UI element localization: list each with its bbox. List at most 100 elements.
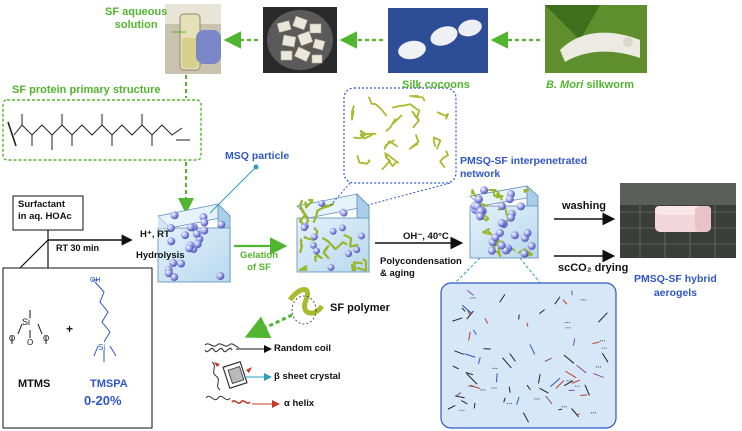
silica-sphere: [181, 231, 190, 240]
bond: [522, 412, 529, 423]
silk-cocoons-label: Silk cocoons: [402, 79, 470, 91]
bond: [518, 314, 520, 320]
bond: [576, 364, 587, 374]
silica-sphere: [474, 195, 483, 204]
oh-40c-label: OH⁻, 40°C: [403, 231, 449, 242]
sf-fiber: [392, 103, 419, 111]
panel-pointer-left: [454, 257, 481, 284]
alpha-helix-label: α helix: [284, 398, 315, 409]
bond: [454, 350, 464, 355]
sf-fiber: [488, 189, 504, 198]
silica-sphere: [476, 212, 485, 221]
tmspa-structure: [92, 279, 117, 362]
silica-sphere: [329, 227, 337, 235]
bond: [465, 371, 474, 376]
silica-sphere: [510, 231, 519, 240]
gel-cube: [296, 193, 370, 273]
bond: [461, 307, 466, 312]
silica-sphere: [340, 209, 348, 217]
bond: [571, 379, 581, 384]
silica-sphere: [480, 186, 489, 195]
reagent-diagonal: [19, 239, 49, 269]
silica-sphere: [312, 247, 320, 255]
sf-fiber: [439, 150, 449, 169]
silica-sphere: [497, 202, 506, 211]
bond: [473, 402, 476, 409]
precursor-box: [2, 267, 153, 429]
bond: [537, 374, 541, 384]
beta-sheet-label: β sheet crystal: [274, 371, 341, 382]
silica-sphere: [497, 241, 506, 250]
bond: [477, 357, 481, 365]
bond: [452, 317, 463, 322]
bond: [472, 329, 477, 335]
network-cube: [469, 185, 539, 259]
silica-sphere: [497, 219, 506, 228]
silica-sphere: [523, 229, 532, 238]
sf-polymer-icon: [287, 287, 325, 325]
random-coil-label: Random coil: [274, 343, 332, 354]
molecular-structure-panel: [440, 282, 617, 429]
silica-sphere: [516, 202, 525, 211]
alpha-helix-glyph: [205, 395, 251, 404]
sf-fiber: [312, 205, 328, 224]
panel-pointer-right: [519, 257, 541, 284]
bond: [526, 384, 531, 391]
sf-fiber: [432, 136, 442, 150]
rt-30-min-label: RT 30 min: [56, 243, 100, 253]
silica-sphere: [338, 224, 346, 232]
sf-aqueous-solution-label: SF aqueous solution: [105, 6, 168, 31]
mtms-structure: [11, 310, 47, 344]
bond: [447, 404, 456, 410]
network-zoom-fibers: [351, 95, 449, 171]
silk-cocoons-photo: [388, 8, 488, 73]
mtms-o3: O: [43, 334, 49, 343]
bond: [571, 408, 579, 418]
tmspa-range-label: 0-20%: [84, 393, 122, 408]
sf-primary-structure-label: SF protein primary structure: [12, 84, 161, 96]
msq-pointer: [209, 167, 256, 214]
silica-sphere: [505, 195, 514, 204]
bond: [508, 386, 511, 393]
silica-sphere: [300, 224, 308, 232]
silkworm-photo: [545, 5, 647, 73]
bond: [502, 357, 512, 369]
silica-sphere: [216, 272, 225, 281]
silica-sphere: [520, 249, 529, 258]
scco2-drying-label: scCO₂ drying: [558, 262, 629, 274]
surfactant-label: Surfactant in aq. HOAc: [18, 199, 72, 222]
sf-polymer-label: SF polymer: [330, 302, 390, 314]
silkworm-species: B. Mori: [546, 79, 584, 91]
bond: [563, 380, 574, 387]
silica-sphere: [200, 226, 209, 235]
silica-sphere: [217, 220, 226, 229]
silica-sphere: [164, 269, 173, 278]
bond: [563, 354, 575, 364]
hydrolysis-label: Hydrolysis: [136, 250, 185, 261]
bond: [598, 312, 608, 323]
chopped-cocoons-photo: [263, 7, 337, 73]
bond: [526, 322, 529, 327]
bond: [461, 400, 468, 405]
alpha-helix-arrowhead: [272, 400, 280, 408]
plus-sign: +: [66, 322, 74, 336]
bond: [461, 304, 472, 314]
gelation-label: Gelation of SF: [240, 250, 279, 273]
aerogel-product-label: PMSQ-SF hybrid aerogels: [634, 273, 717, 299]
sf-fiber: [384, 152, 400, 164]
sf-fiber: [321, 236, 348, 251]
sf-solution-photo: [165, 4, 221, 74]
silica-sphere: [527, 241, 536, 250]
silica-sphere: [200, 218, 209, 227]
silica-sphere: [192, 229, 201, 238]
silica-sphere: [170, 211, 179, 220]
silica-sphere: [185, 244, 194, 253]
bond: [468, 331, 471, 341]
pmsq-sf-network-label: PMSQ-SF interpenetrated network: [460, 155, 588, 180]
silica-sphere: [169, 259, 178, 268]
molecular-network: [447, 289, 609, 423]
sf-fiber: [304, 198, 314, 209]
washing-label: washing: [562, 200, 607, 212]
bond: [549, 377, 561, 388]
bond: [466, 373, 478, 385]
